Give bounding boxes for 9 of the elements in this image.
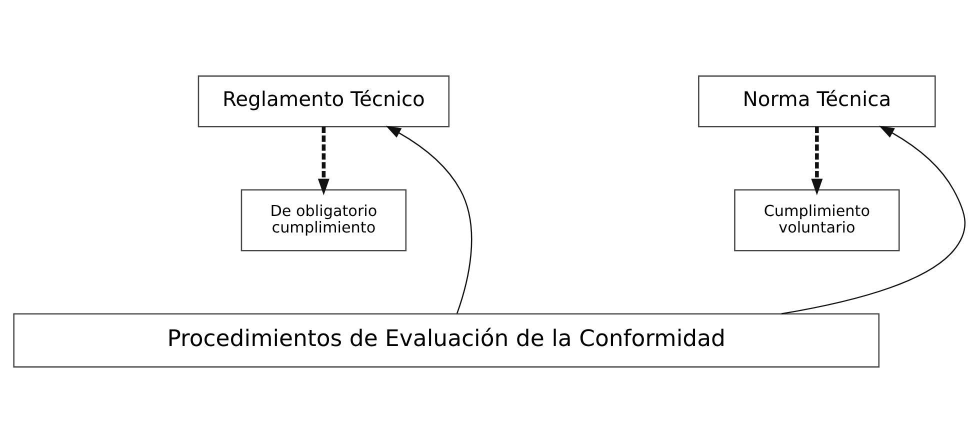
node-box: De obligatorio cumplimiento [240,189,407,252]
node-box: Norma Técnica [698,75,936,128]
arrow [386,126,472,314]
arrow [318,126,330,196]
node-box: Reglamento Técnico [198,75,450,128]
node-box: Cumplimiento voluntario [734,189,900,252]
arrow [781,126,966,314]
arrow [811,126,823,196]
node-box: Procedimientos de Evaluación de la Conformidad [13,313,880,368]
